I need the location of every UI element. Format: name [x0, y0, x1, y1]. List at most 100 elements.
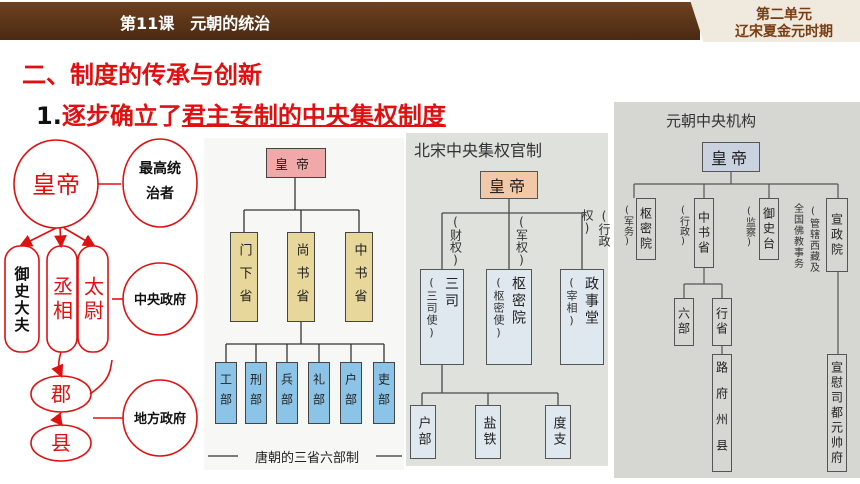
yuan-label-2-box: (监察)	[742, 202, 756, 252]
taiwei-label: 太尉	[80, 276, 105, 324]
tang-shangshu-box: 尚书省	[287, 232, 315, 322]
subsection-number: 1.	[36, 102, 62, 130]
yuan-yushitai-box: 御史台	[759, 198, 779, 260]
tang-emperor-label: 皇帝	[274, 157, 317, 173]
song-yantie-box: 盐铁	[475, 405, 501, 459]
tang-gongbu-label: 工部	[218, 373, 233, 413]
yuan-shumiyuan-label: 枢密院	[638, 206, 653, 252]
song-power-0-box: (财权)	[446, 215, 466, 267]
song-shumiyuan-sub: (枢密使)	[492, 276, 505, 340]
tang-libu2-box: 吏部	[373, 362, 395, 424]
song-zhengshitang-sub: (宰相)	[565, 276, 578, 328]
tang-gongbu-box: 工部	[215, 362, 237, 424]
supreme-label-1: 最高统	[139, 160, 181, 177]
song-emperor-box: 皇帝	[480, 171, 538, 199]
supreme-label-2: 治者	[146, 185, 174, 202]
yuan-xuanweisi-label: 宣慰司都元帅府	[829, 360, 844, 466]
yuan-label-0: (军务)	[621, 205, 633, 247]
song-sansi-label: 三司	[443, 276, 459, 310]
yuan-emperor-box: 皇帝	[702, 142, 760, 172]
song-power-0: (财权)	[448, 215, 463, 267]
song-zhengshitang-box: (宰相) 政事堂	[560, 269, 604, 365]
song-zhengshitang-label: 政事堂	[583, 276, 599, 327]
song-power-2-box: (行政权)	[580, 209, 611, 271]
tang-emperor-box: 皇帝	[266, 148, 326, 178]
song-hubu-box: 户部	[410, 405, 436, 459]
yushi-label: 御史大夫	[12, 266, 31, 334]
yuan-label-1-box: (行政)	[676, 200, 690, 252]
tang-shangshu-label: 尚书省	[293, 242, 309, 312]
yuan-xingsheng-label: 行省	[714, 307, 729, 337]
tang-libu-label: 礼部	[311, 373, 326, 413]
yuan-buddhism-label: 全国佛教事务	[791, 203, 803, 269]
yuan-title: 元朝中央机构	[666, 112, 757, 130]
song-hubu-label: 户部	[415, 416, 431, 448]
unit-line-2: 辽宋夏金元时期	[735, 24, 833, 40]
tang-zhongshu-box: 中书省	[345, 232, 373, 322]
tang-chart-panel: 皇帝 门下省 尚书省 中书省 工部 刑部 兵部 礼部 户部 吏部 唐朝的三省六部…	[204, 138, 404, 470]
yuan-yushitai-label: 御史台	[761, 206, 776, 252]
song-duzhi-box: 度支	[545, 405, 571, 459]
song-power-1: (军权)	[514, 215, 529, 267]
xian-label: 县	[51, 431, 71, 455]
taiwei-label-box: 太尉	[78, 252, 108, 348]
subsection-prefix: 逐步确立了	[61, 102, 182, 130]
tang-zhongshu-label: 中书省	[351, 242, 367, 312]
tang-hubu-label: 户部	[343, 373, 358, 413]
yuan-tibet-label: (管辖西藏及	[807, 205, 819, 273]
subsection-title: 1.逐步确立了君主专制的中央集权制度	[36, 96, 446, 131]
chengxiang-label: 丞相	[49, 276, 74, 324]
song-duzhi-label: 度支	[550, 416, 566, 448]
supreme-ellipse	[122, 138, 198, 228]
tang-hubu-box: 户部	[340, 362, 362, 424]
tang-menxia-label: 门下省	[236, 242, 252, 312]
header-band	[0, 2, 700, 40]
tang-libu-box: 礼部	[308, 362, 330, 424]
yuan-emperor-label: 皇帝	[710, 149, 751, 168]
yuan-tibet-box: (管辖西藏及	[806, 194, 820, 284]
emperor-label: 皇帝	[32, 171, 80, 199]
yuan-xuanweisi-box: 宣慰司都元帅府	[827, 354, 847, 472]
tang-connectors	[208, 178, 402, 457]
chengxiang-label-box: 丞相	[47, 252, 77, 348]
tang-libu2-label: 吏部	[376, 373, 391, 413]
yuan-xuanzhengyuan-label: 宣政院	[829, 212, 844, 258]
yuan-xingsheng-box: 行省	[712, 298, 732, 346]
tang-bingbu-box: 兵部	[276, 362, 298, 424]
tang-bingbu-label: 兵部	[279, 373, 294, 413]
lesson-title: 第11课 元朝的统治	[120, 14, 271, 33]
tang-menxia-box: 门下省	[230, 232, 258, 322]
yuan-label-2: (监察)	[743, 206, 755, 248]
song-sansi-sub: (三司使)	[425, 276, 438, 340]
yuan-liubu-label: 六部	[676, 307, 691, 337]
song-sansi-box: (三司使) 三司	[420, 269, 464, 365]
local-label: 地方政府	[134, 411, 186, 427]
song-shumiyuan-box: (枢密使) 枢密院	[486, 269, 532, 365]
unit-line-1: 第二单元	[756, 7, 812, 23]
yuan-zhongshu-box: 中书省	[694, 198, 714, 268]
song-title: 北宋中央集权官制	[414, 141, 543, 160]
unit-box	[690, 0, 860, 42]
song-chart-panel: 北宋中央集权官制 皇帝 (财权) (军权) (行政权) (三司使) 三司 (枢密…	[406, 133, 611, 466]
yuan-buddhism-box: 全国佛教事务	[790, 188, 804, 284]
yushi-label-box: 御史大夫	[5, 252, 39, 348]
section-title: 二、制度的传承与创新	[22, 61, 262, 89]
yuan-connectors	[633, 172, 839, 354]
song-emperor-label: 皇帝	[488, 177, 529, 196]
song-power-2: (行政权)	[580, 209, 611, 247]
jun-label: 郡	[51, 382, 71, 406]
song-yantie-label: 盐铁	[480, 416, 496, 448]
yuan-zhongshu-label: 中书省	[696, 210, 711, 256]
central-label: 中央政府	[134, 292, 186, 308]
tang-xingbu-label: 刑部	[248, 373, 263, 413]
header-bar: 第11课 元朝的统治 第二单元 辽宋夏金元时期	[0, 0, 860, 42]
yuan-xuanzhengyuan-box: 宣政院	[826, 198, 848, 272]
yuan-shumiyuan-box: 枢密院	[636, 198, 656, 260]
yuan-chart-panel: 元朝中央机构 皇帝 (军务) 枢密院 (行政) 中书省 (监察) 御史台 全国佛…	[614, 102, 860, 478]
tang-caption: 唐朝的三省六部制	[254, 451, 359, 466]
qin-central-diagram: 皇帝 最高统 治者 中央政府 地方政府 郡 县	[4, 138, 198, 462]
song-connectors	[421, 199, 583, 405]
yuan-label-1: (行政)	[677, 205, 689, 247]
yuan-lufuzhouxian-box: 路府州县	[712, 354, 732, 472]
subsection-underlined: 君主专制的中央集权制度	[181, 102, 446, 130]
